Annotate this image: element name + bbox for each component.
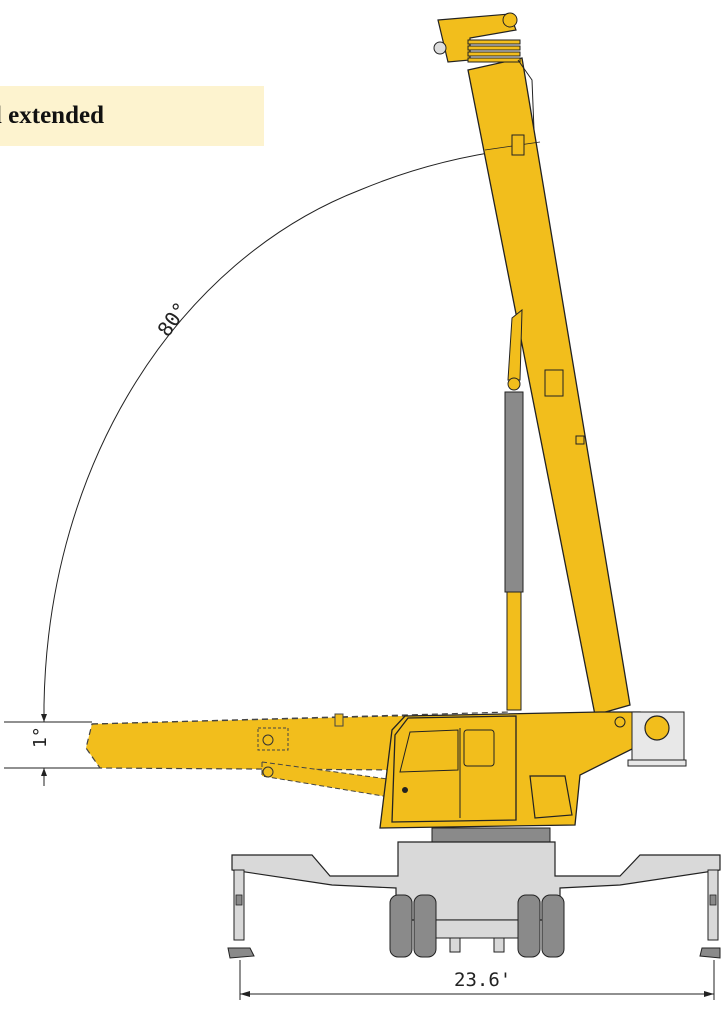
outrigger-span-label: 23.6' xyxy=(454,969,511,991)
lowered-boom xyxy=(85,711,511,799)
superstructure xyxy=(379,711,687,843)
outrigger-span-dimension: 23.6' xyxy=(239,960,715,1000)
raised-boom xyxy=(433,12,631,716)
banner-text: ll extended xyxy=(0,102,104,129)
min-angle-label: 1° xyxy=(30,726,51,748)
title-banner: ll extended xyxy=(0,86,264,146)
operator-cab xyxy=(391,715,517,823)
min-angle-dimension: 1° xyxy=(4,705,100,786)
lift-cylinder xyxy=(504,308,524,711)
max-angle-label: 80° xyxy=(152,298,192,341)
boom-angle-arc xyxy=(43,146,536,706)
carrier-outriggers xyxy=(227,841,721,959)
